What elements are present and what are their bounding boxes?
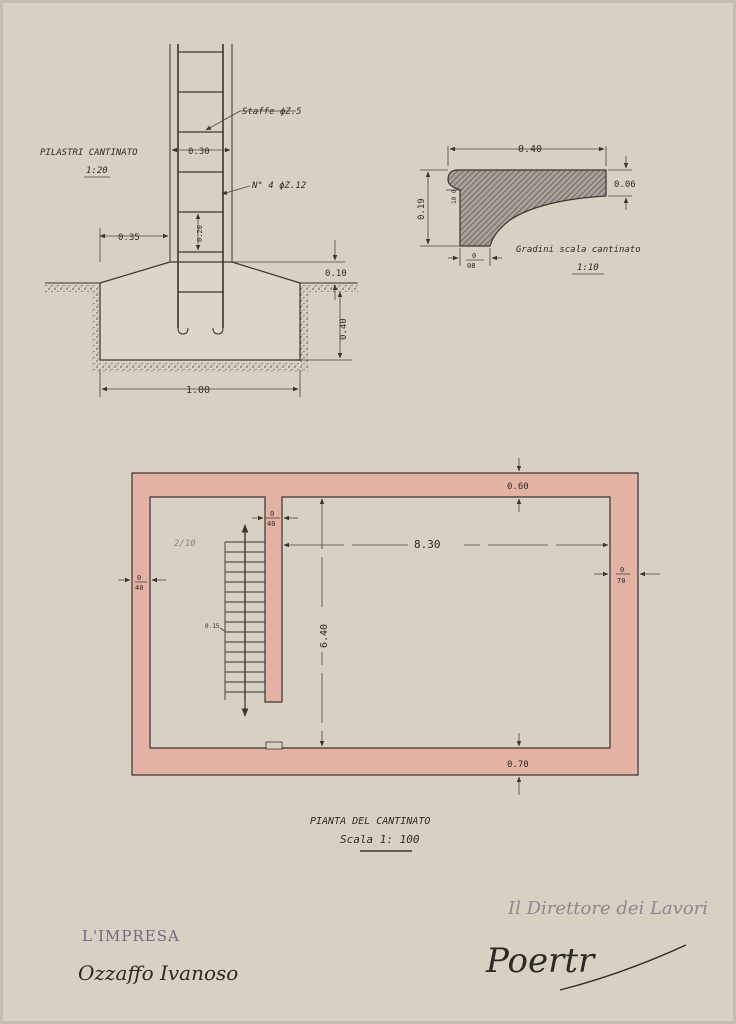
step-base-den: 08 (467, 262, 475, 270)
step-small-num: 0 (451, 189, 458, 193)
step-height-dim: 0.19 (417, 198, 427, 220)
step-base-num: 0 (472, 252, 476, 260)
footing-top-dim: 0.10 (325, 269, 347, 279)
footing (99, 261, 301, 361)
plan-title: PIANTA DEL CANTINATO (310, 816, 430, 827)
pencil-note: 2/10 (174, 539, 196, 549)
right-wall-dim-num: 0 (620, 566, 624, 574)
director-stamp: Il Direttore dei Lavori (507, 898, 708, 919)
right-wall-dim-den: 70 (617, 577, 625, 585)
pillar-scale: 1:20 (86, 166, 108, 176)
pillar-offset-dim: 0.35 (118, 233, 140, 243)
director-signature: Poertr (485, 941, 596, 981)
stair-step-dim: 0.15 (205, 623, 220, 630)
step-thickness-dim: 0.06 (614, 180, 636, 190)
bars-label: N° 4 ϕZ.12 (251, 181, 306, 191)
company-signature: Ozzaffo Ivanoso (78, 961, 238, 985)
stirrups-label: Staffe ϕZ.5 (242, 107, 302, 117)
step-detail: 0.40 0.19 0.06 0 10 0 08 Gradini scala c… (417, 144, 641, 275)
step-title: Gradini scala cantinato (516, 245, 641, 255)
soil-hatch (45, 283, 358, 372)
plan-scale: Scala 1: 100 (340, 833, 420, 846)
step-scale: 1:10 (577, 263, 599, 273)
stirrup-spacing-dim: 0.20 (196, 225, 204, 242)
step-length-dim: 0.40 (518, 144, 542, 155)
left-wall-dim-num: 0 (137, 574, 141, 582)
pillar-title: PILASTRI CANTINATO (40, 148, 138, 158)
top-wall-dim: 0.60 (507, 482, 529, 492)
footing-depth-dim: 0.40 (339, 318, 349, 340)
plan-height-dim: 6.40 (319, 624, 330, 648)
bottom-wall-dim: 0.70 (507, 760, 529, 770)
step-section (447, 169, 607, 247)
stirrups (178, 51, 223, 293)
inner-wall-dim-num: 0 (270, 510, 274, 518)
step-small-den: 10 (451, 196, 458, 204)
footing-base-dim: 1.00 (186, 385, 210, 396)
plan-walls (131, 472, 639, 776)
pillar-detail: PILASTRI CANTINATO 1:20 Staffe ϕZ.5 N° 4… (40, 44, 358, 397)
company-stamp: L'IMPRESA (82, 927, 180, 945)
pillar-width-dim: 0.30 (188, 147, 210, 157)
plan-length-dim: 8.30 (414, 538, 441, 551)
inner-wall-dim-den: 40 (267, 520, 275, 528)
basement-plan: 8.30 6.40 0.60 0.70 0 40 0 40 0 70 0.15 … (118, 458, 660, 852)
left-wall-dim-den: 40 (135, 584, 143, 592)
signature-block: L'IMPRESA Ozzaffo Ivanoso Il Direttore d… (78, 898, 708, 991)
